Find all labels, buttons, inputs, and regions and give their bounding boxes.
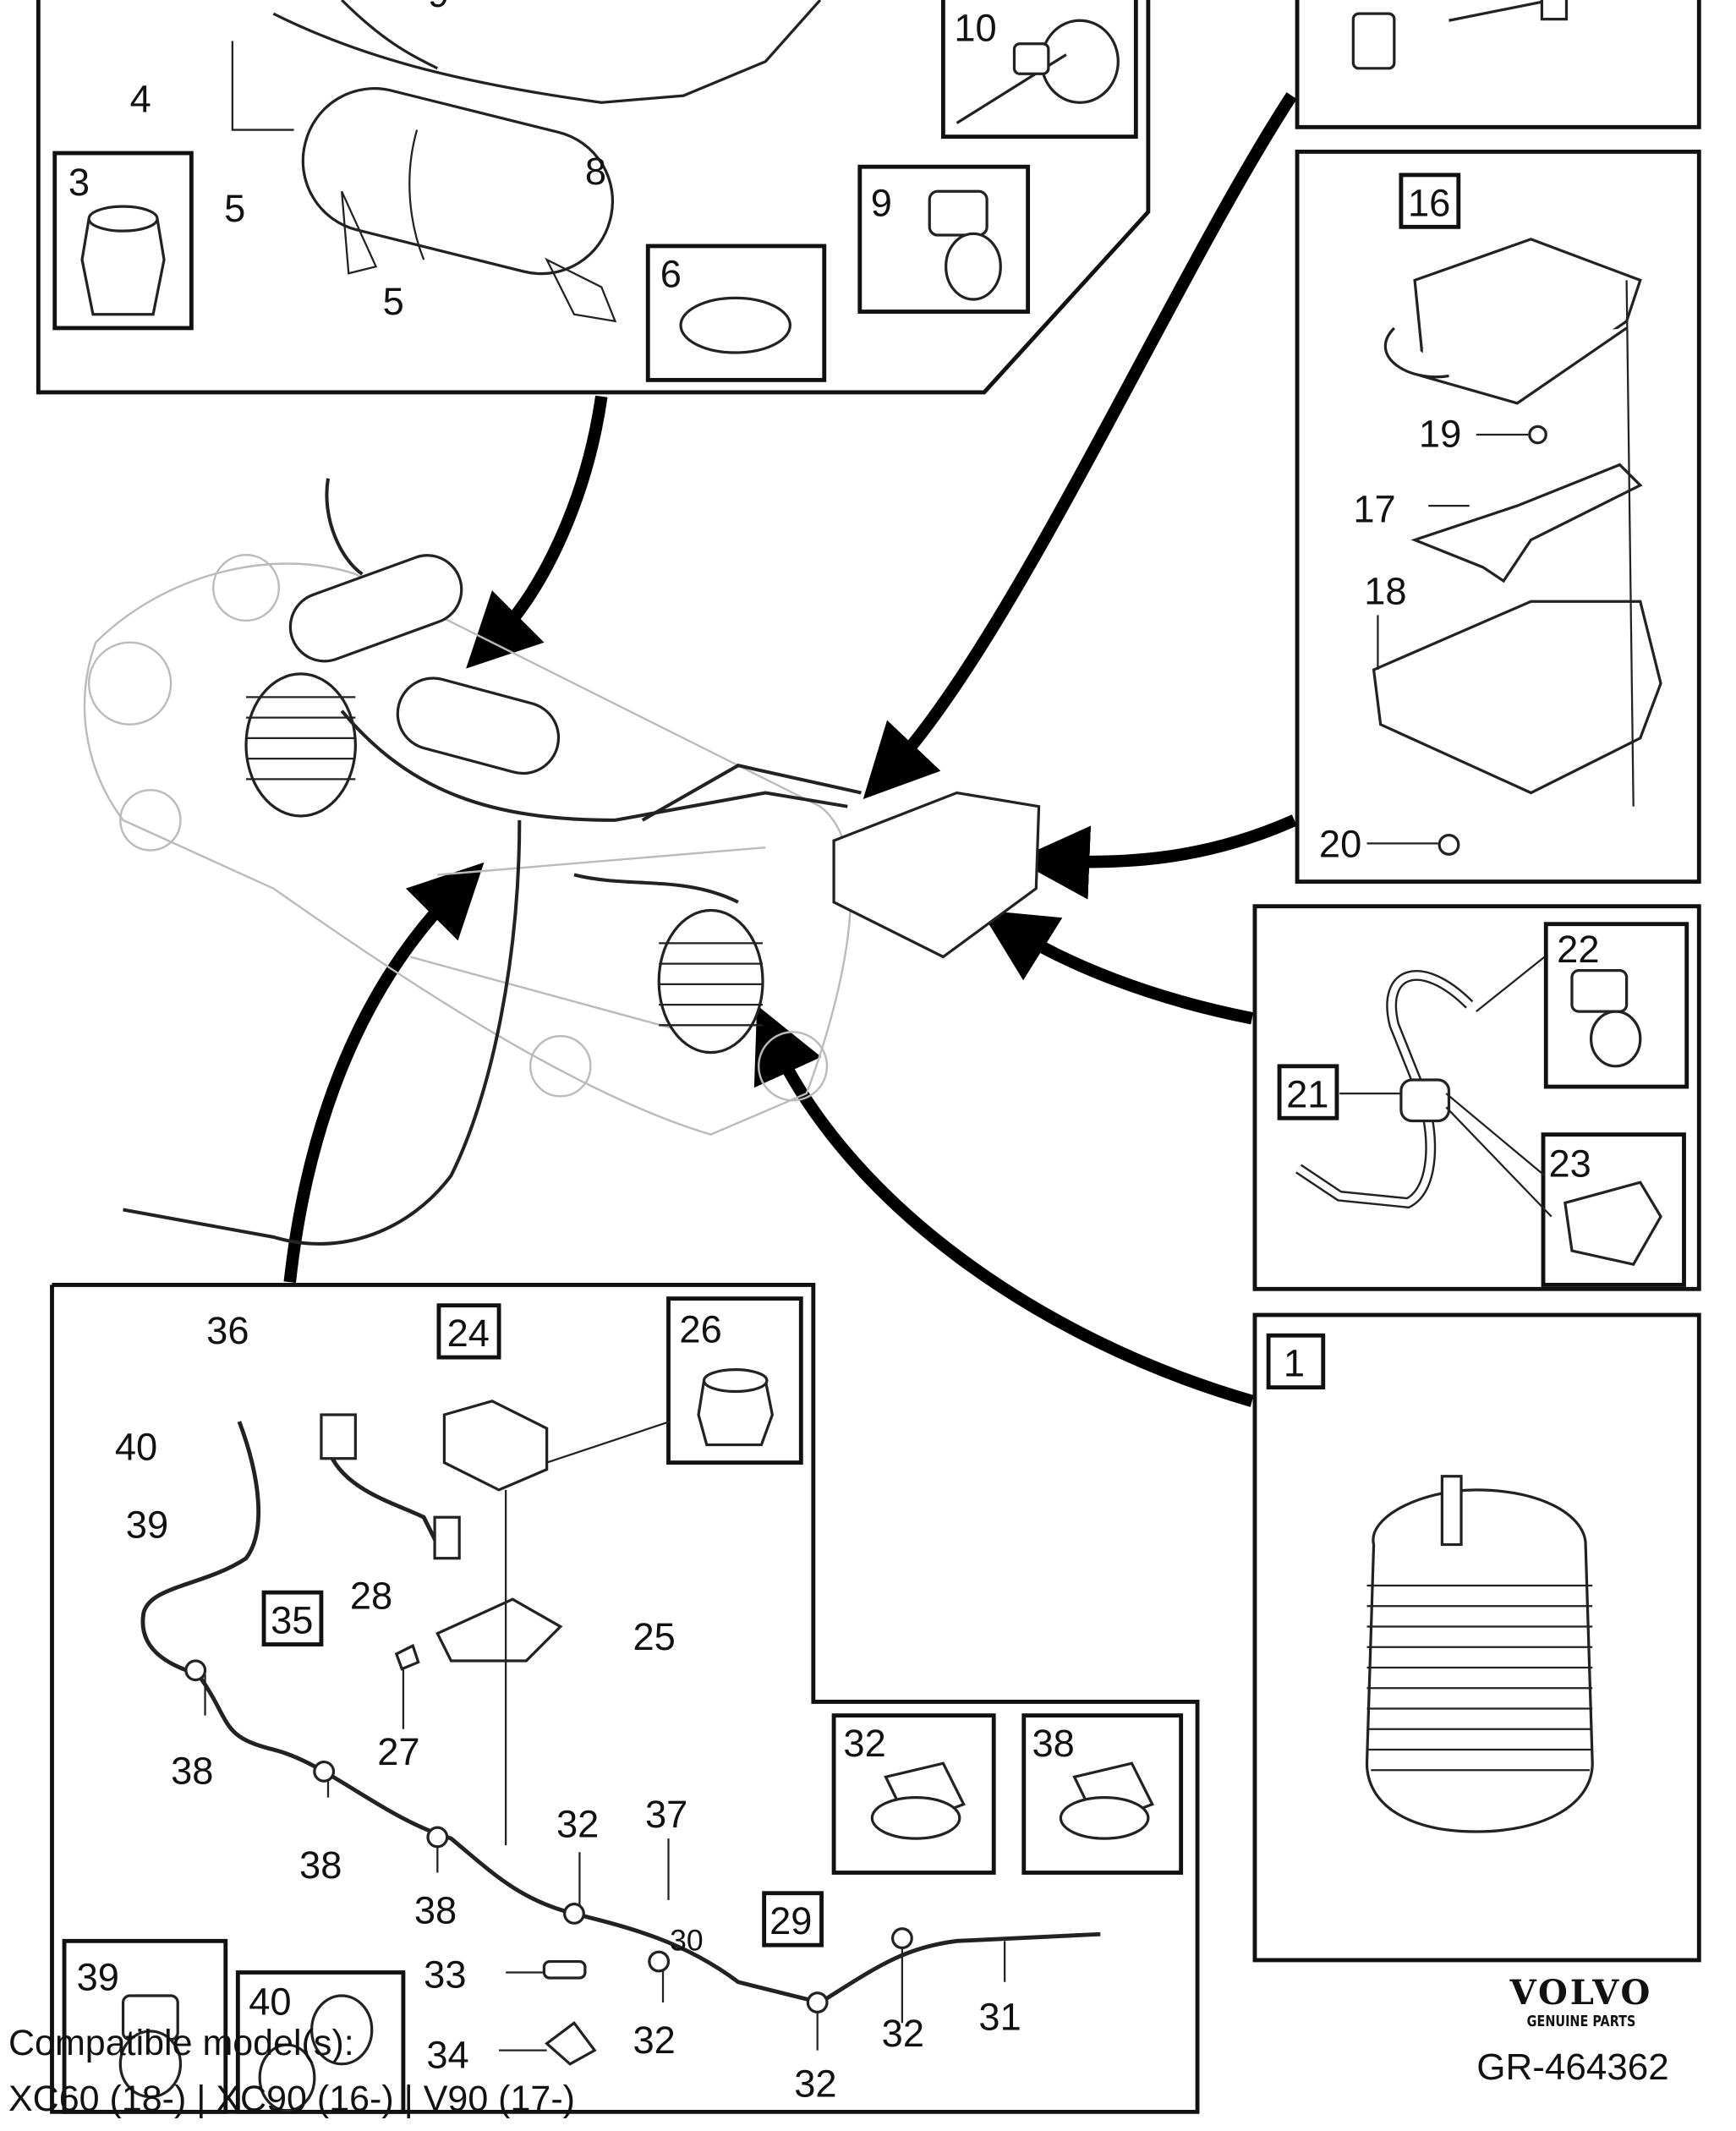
arrow-reservoir <box>466 395 608 669</box>
air-reservoir <box>231 0 822 323</box>
callout-26: 26 <box>679 1307 721 1350</box>
callout-38: 38 <box>1032 1722 1074 1765</box>
rear-axle-assembly <box>83 478 1041 1246</box>
compressor-assembly <box>1366 238 1662 856</box>
callout-frame-29 <box>762 1891 824 1947</box>
callout-17: 17 <box>1353 487 1395 530</box>
callout-32: 32 <box>882 2012 924 2055</box>
callout-21: 21 <box>1286 1072 1328 1115</box>
connector-part-10 <box>956 19 1120 124</box>
frame-part-26 <box>666 1296 803 1465</box>
callout-32: 32 <box>843 1722 885 1765</box>
clip-part-38 <box>1059 1761 1154 1840</box>
volvo-logo: VOLVO GENUINE PARTS <box>1476 1975 1687 2032</box>
callout-20: 20 <box>1319 822 1361 865</box>
frame-pipe-21 <box>1252 904 1701 1291</box>
frame-part-23 <box>1541 1132 1686 1287</box>
callout-frame-24 <box>436 1303 501 1360</box>
callout-35: 35 <box>271 1599 313 1642</box>
callout-frame-16 <box>1399 173 1461 229</box>
frame-valve-block <box>50 1283 1200 2114</box>
callout-frame-21 <box>1277 1064 1339 1120</box>
logo-subtext: GENUINE PARTS <box>1526 2013 1636 2030</box>
arrow-top-right <box>863 92 1297 799</box>
frame-part-38 <box>1021 1713 1184 1875</box>
callout-5: 5 <box>224 187 245 230</box>
callout-28: 28 <box>350 1575 392 1618</box>
callout-39: 39 <box>126 1503 168 1546</box>
callout-27: 27 <box>377 1730 419 1773</box>
callout-24: 24 <box>447 1312 490 1355</box>
diagram-number: GR-464362 <box>1476 2046 1669 2088</box>
callout-18: 18 <box>1364 569 1406 612</box>
clip-part-9 <box>928 189 1002 301</box>
air-spring-part-1 <box>1365 1475 1594 1833</box>
callout-1: 1 <box>1284 1342 1305 1385</box>
frame-part-39 <box>62 1938 228 2114</box>
clip-top-right <box>1351 0 1569 70</box>
arrow-compressor <box>1016 814 1297 900</box>
callout-30: 30 <box>670 1924 704 1958</box>
arrow-pipe-21 <box>980 910 1254 1025</box>
callout-29: 29 <box>769 1899 812 1942</box>
callout-40: 40 <box>115 1425 157 1468</box>
callout-10: 10 <box>954 6 996 49</box>
frame-top-right <box>1295 0 1701 129</box>
callout-frame-1 <box>1266 1333 1326 1390</box>
compatible-models-label: Compatible model(s): <box>8 2023 354 2063</box>
logo-wordmark: VOLVO <box>1509 1973 1653 2013</box>
callout-40: 40 <box>249 1980 291 2024</box>
callout-23: 23 <box>1548 1142 1591 1186</box>
callout-37: 37 <box>645 1793 687 1836</box>
callout-8: 8 <box>585 150 606 193</box>
valve-block-assembly <box>118 1368 1154 2112</box>
clip-part-32 <box>870 1761 966 1840</box>
callout-38: 38 <box>171 1749 213 1792</box>
frame-part-10 <box>940 0 1138 140</box>
callout-34: 34 <box>426 2034 468 2077</box>
callout-31: 31 <box>978 1995 1021 2038</box>
frame-compressor <box>1295 149 1701 885</box>
callout-frame-35 <box>261 1590 324 1646</box>
frame-part-6 <box>645 244 827 382</box>
callout-19: 19 <box>1419 413 1461 456</box>
callout-38: 38 <box>299 1843 342 1887</box>
callout-9: 9 <box>871 181 892 224</box>
callout-16: 16 <box>1408 181 1450 224</box>
frame-part-3 <box>52 151 194 331</box>
callout-3: 3 <box>68 161 90 204</box>
callout-4: 4 <box>130 78 151 121</box>
frame-part-32 <box>831 1713 996 1875</box>
callout-22: 22 <box>1557 928 1599 971</box>
frame-air-spring <box>1252 1312 1701 1963</box>
frame-part-40 <box>235 1970 406 2114</box>
callout-39: 39 <box>77 1956 119 1999</box>
callout-25: 25 <box>633 1615 675 1658</box>
arrow-valve-block <box>283 862 485 1284</box>
nut-part-3 <box>80 205 166 316</box>
callout-5: 5 <box>383 280 404 323</box>
frame-part-22 <box>1543 922 1689 1089</box>
frame-air-reservoir <box>36 0 1151 395</box>
callout-32: 32 <box>633 2019 675 2062</box>
seal-part-6 <box>679 296 791 354</box>
clamp-part-40 <box>258 1994 374 2112</box>
callout-36: 36 <box>206 1309 249 1352</box>
callout-32: 32 <box>556 1802 599 1845</box>
callout-38: 38 <box>414 1888 457 1931</box>
pipe-part-21 <box>1295 956 1662 1267</box>
clip-part-39 <box>118 1994 183 2099</box>
callout-33: 33 <box>424 1953 466 1996</box>
callout-9-top: 9 <box>428 0 449 15</box>
callout-6: 6 <box>660 252 682 295</box>
frame-part-9 <box>857 164 1031 314</box>
arrow-air-spring <box>753 1005 1254 1407</box>
compatible-models-list: XC60 (18-) | XC90 (16-) | V90 (17-) <box>8 2079 575 2119</box>
callout-32: 32 <box>794 2063 836 2106</box>
